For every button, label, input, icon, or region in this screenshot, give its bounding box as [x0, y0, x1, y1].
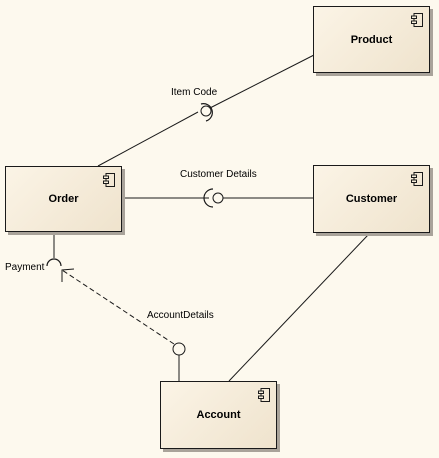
connector-customer-account[interactable]: [228, 234, 369, 382]
component-label-order: Order: [48, 193, 79, 205]
dependency-arrowhead: [61, 268, 75, 282]
interface-label-payment: Payment: [5, 262, 45, 273]
component-label-customer: Customer: [345, 193, 398, 205]
interface-label-customer-details: Customer Details: [180, 169, 257, 180]
component-icon: [103, 173, 115, 187]
interface-label-account-details: AccountDetails: [147, 310, 214, 321]
connector-order-item-code[interactable]: [97, 111, 199, 167]
component-customer[interactable]: Customer: [313, 165, 430, 233]
socket-item-code[interactable]: [200, 103, 213, 122]
component-label-account: Account: [196, 409, 241, 421]
component-product[interactable]: Product: [313, 6, 430, 73]
dependency-payment-account[interactable]: [61, 269, 175, 345]
component-label-product: Product: [350, 33, 393, 46]
lollipop-account-details[interactable]: [172, 342, 186, 356]
lollipop-customer-details[interactable]: [212, 192, 224, 204]
component-icon: [411, 172, 423, 186]
component-icon: [411, 13, 423, 27]
socket-payment[interactable]: [46, 258, 62, 267]
component-icon: [258, 388, 270, 402]
connector-product-item-code[interactable]: [209, 54, 315, 109]
interface-label-item-code: Item Code: [171, 87, 218, 98]
component-order[interactable]: Order: [5, 166, 122, 232]
component-account[interactable]: Account: [160, 381, 277, 449]
socket-customer-details[interactable]: [203, 188, 214, 208]
lollipop-item-code[interactable]: [200, 105, 212, 117]
